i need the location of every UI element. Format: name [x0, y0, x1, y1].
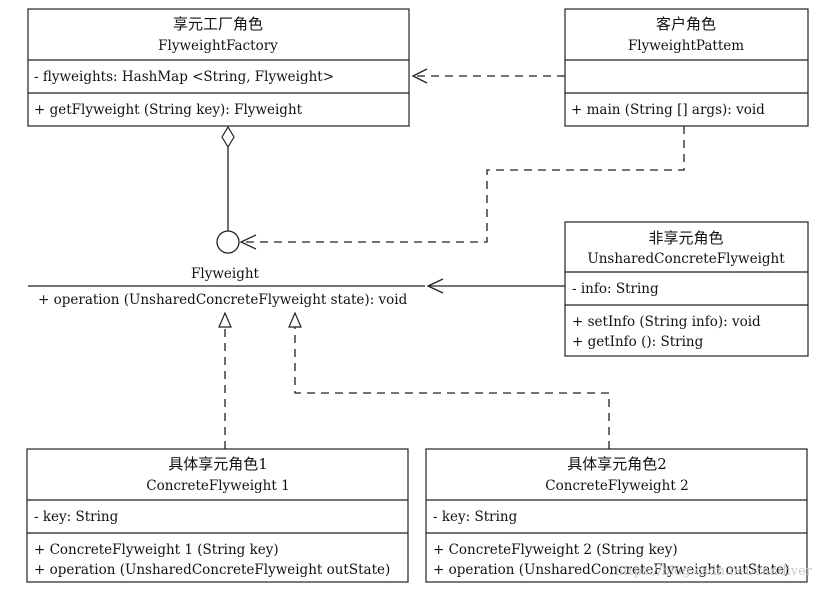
interface-lollipop-icon	[216, 230, 240, 254]
unshared-method-1: + setInfo (String info): void	[572, 314, 761, 330]
unshared-title-cn: 非享元角色	[648, 229, 723, 247]
client-class-box[interactable]: 客户角色 FlyweightPattem + main (String [] a…	[564, 8, 809, 127]
concrete2-class-box[interactable]: 具体享元角色2 ConcreteFlyweight 2 - key: Strin…	[425, 448, 808, 583]
factory-class-box[interactable]: 享元工厂角色 FlyweightFactory - flyweights: Ha…	[27, 8, 410, 127]
client-title-cn: 客户角色	[656, 15, 716, 33]
client-method: + main (String [] args): void	[571, 102, 765, 118]
factory-attribute: - flyweights: HashMap <String, Flyweight…	[34, 69, 334, 85]
unshared-method-2: + getInfo (): String	[572, 334, 704, 350]
concrete2-method-2: + operation (UnsharedConcreteFlyweight o…	[433, 562, 789, 578]
client-flyweight-dependency	[239, 126, 685, 250]
flyweight-name: Flyweight	[191, 266, 260, 282]
client-title-en: FlyweightPattem	[628, 38, 744, 54]
concrete2-method-1: + ConcreteFlyweight 2 (String key)	[433, 542, 678, 558]
flyweight-unshared-association	[426, 278, 565, 294]
unshared-attribute: - info: String	[572, 281, 659, 297]
flyweight-interface[interactable]: Flyweight + operation (UnsharedConcreteF…	[28, 266, 425, 308]
concrete1-title-cn: 具体享元角色1	[168, 455, 268, 473]
unshared-title-en: UnsharedConcreteFlyweight	[587, 251, 785, 267]
concrete1-realization	[218, 311, 232, 449]
concrete2-realization	[288, 311, 610, 449]
flyweight-method: + operation (UnsharedConcreteFlyweight s…	[38, 292, 408, 308]
watermark-text: https://blog.csdn.net/candiver	[615, 564, 813, 579]
concrete2-attribute: - key: String	[433, 509, 518, 525]
unshared-class-box[interactable]: 非享元角色 UnsharedConcreteFlyweight - info: …	[564, 221, 809, 357]
factory-title-en: FlyweightFactory	[158, 38, 278, 54]
concrete2-title-en: ConcreteFlyweight 2	[545, 478, 688, 494]
concrete2-title-cn: 具体享元角色2	[567, 455, 667, 473]
factory-title-cn: 享元工厂角色	[173, 15, 263, 33]
concrete1-attribute: - key: String	[34, 509, 119, 525]
concrete1-title-en: ConcreteFlyweight 1	[146, 478, 289, 494]
factory-method: + getFlyweight (String key): Flyweight	[34, 102, 303, 118]
concrete1-method-1: + ConcreteFlyweight 1 (String key)	[34, 542, 279, 558]
factory-aggregation	[216, 125, 240, 254]
client-factory-dependency	[411, 68, 565, 84]
concrete1-class-box[interactable]: 具体享元角色1 ConcreteFlyweight 1 - key: Strin…	[26, 448, 409, 583]
concrete1-method-2: + operation (UnsharedConcreteFlyweight o…	[34, 562, 390, 578]
